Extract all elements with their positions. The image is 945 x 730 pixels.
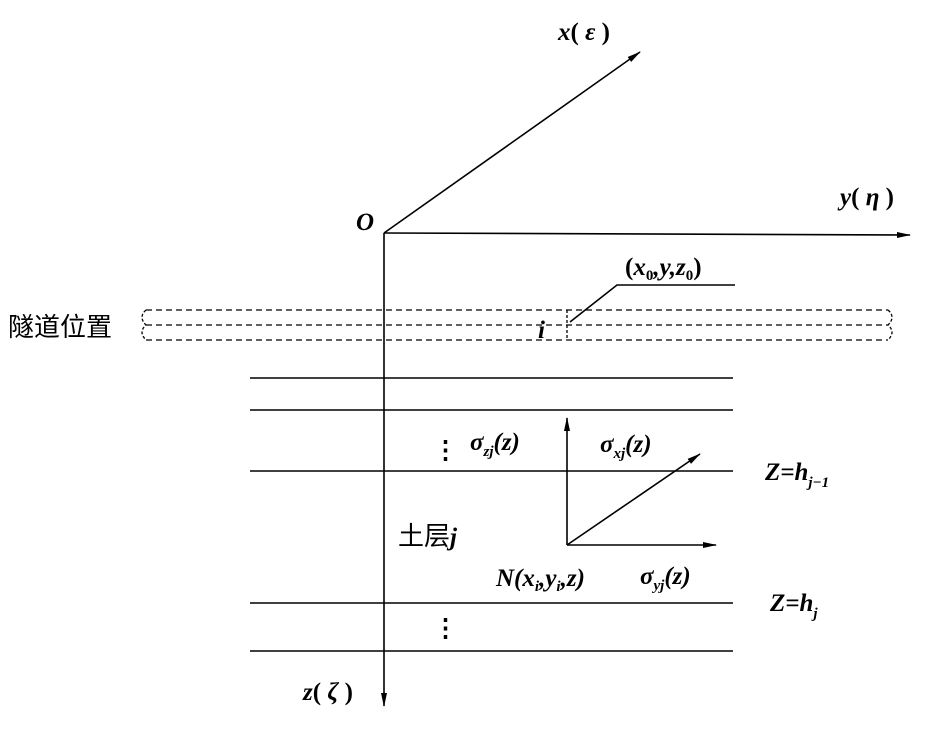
soil-layer-label: 土层j — [398, 522, 458, 552]
y-axis — [383, 231, 911, 238]
z-axis-label: z( ζ ) — [302, 679, 353, 706]
tunnel-position-label: 隧道位置 — [8, 313, 112, 343]
ellipsis-upper: ⋮ — [433, 437, 458, 464]
leader-line — [569, 284, 735, 323]
bottom-boundary-label: Z=hj — [769, 590, 818, 622]
tunnel-point-label: i — [538, 317, 545, 344]
soil-layer-lines — [250, 377, 733, 652]
x-axis — [383, 51, 641, 234]
tunnel-point-coordinate: (x0,y,z0) — [625, 254, 702, 284]
stress-y-label: σyj(z) — [640, 563, 691, 594]
stress-z-label: σzj(z) — [470, 429, 520, 460]
top-boundary-label: Z=hj−1 — [764, 459, 829, 491]
tunnel — [141, 309, 893, 341]
stress-x-label: σxj(z) — [600, 431, 652, 462]
point-n-label: N(xi,yi,z) — [495, 565, 585, 595]
y-axis-label: y( η ) — [837, 184, 894, 211]
origin-label: O — [356, 209, 374, 236]
ellipsis-lower: ⋮ — [433, 615, 458, 642]
x-axis-label: x( ε ) — [557, 19, 610, 46]
stress-x-arrow — [566, 453, 701, 546]
